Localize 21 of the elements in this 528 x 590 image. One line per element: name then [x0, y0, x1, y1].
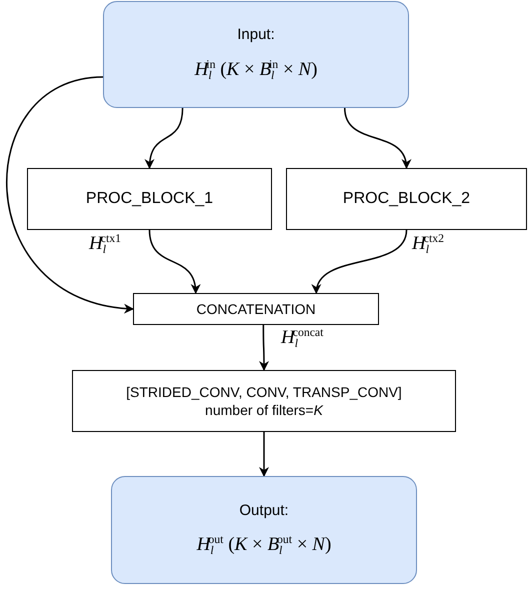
process-box [133, 293, 379, 325]
formula: H$_{l}$$^{in}$ (K × B$_{l}$$^{in}$ × N) [194, 58, 318, 83]
arrow [259, 432, 269, 477]
process-box [27, 168, 272, 230]
arrow [148, 230, 200, 294]
arrow [145, 108, 184, 169]
box-label: PROC_BLOCK_2 [342, 190, 470, 208]
rounded-box [111, 476, 417, 584]
arrow [258, 325, 269, 371]
box-label: CONCATENATION [196, 300, 316, 318]
process-box [72, 370, 456, 432]
arrow [344, 108, 410, 169]
box-label: Input: [237, 26, 275, 44]
box-label: PROC_BLOCK_1 [86, 190, 214, 208]
box-label: [STRIDED_CONV, CONV, TRANSP_CONV] [126, 384, 402, 400]
arrow [313, 230, 408, 294]
process-box [286, 168, 527, 230]
box-label: number of filters=K [205, 402, 323, 418]
box-label: Output: [239, 502, 289, 520]
arrow [6, 76, 134, 313]
rounded-box [103, 1, 409, 108]
